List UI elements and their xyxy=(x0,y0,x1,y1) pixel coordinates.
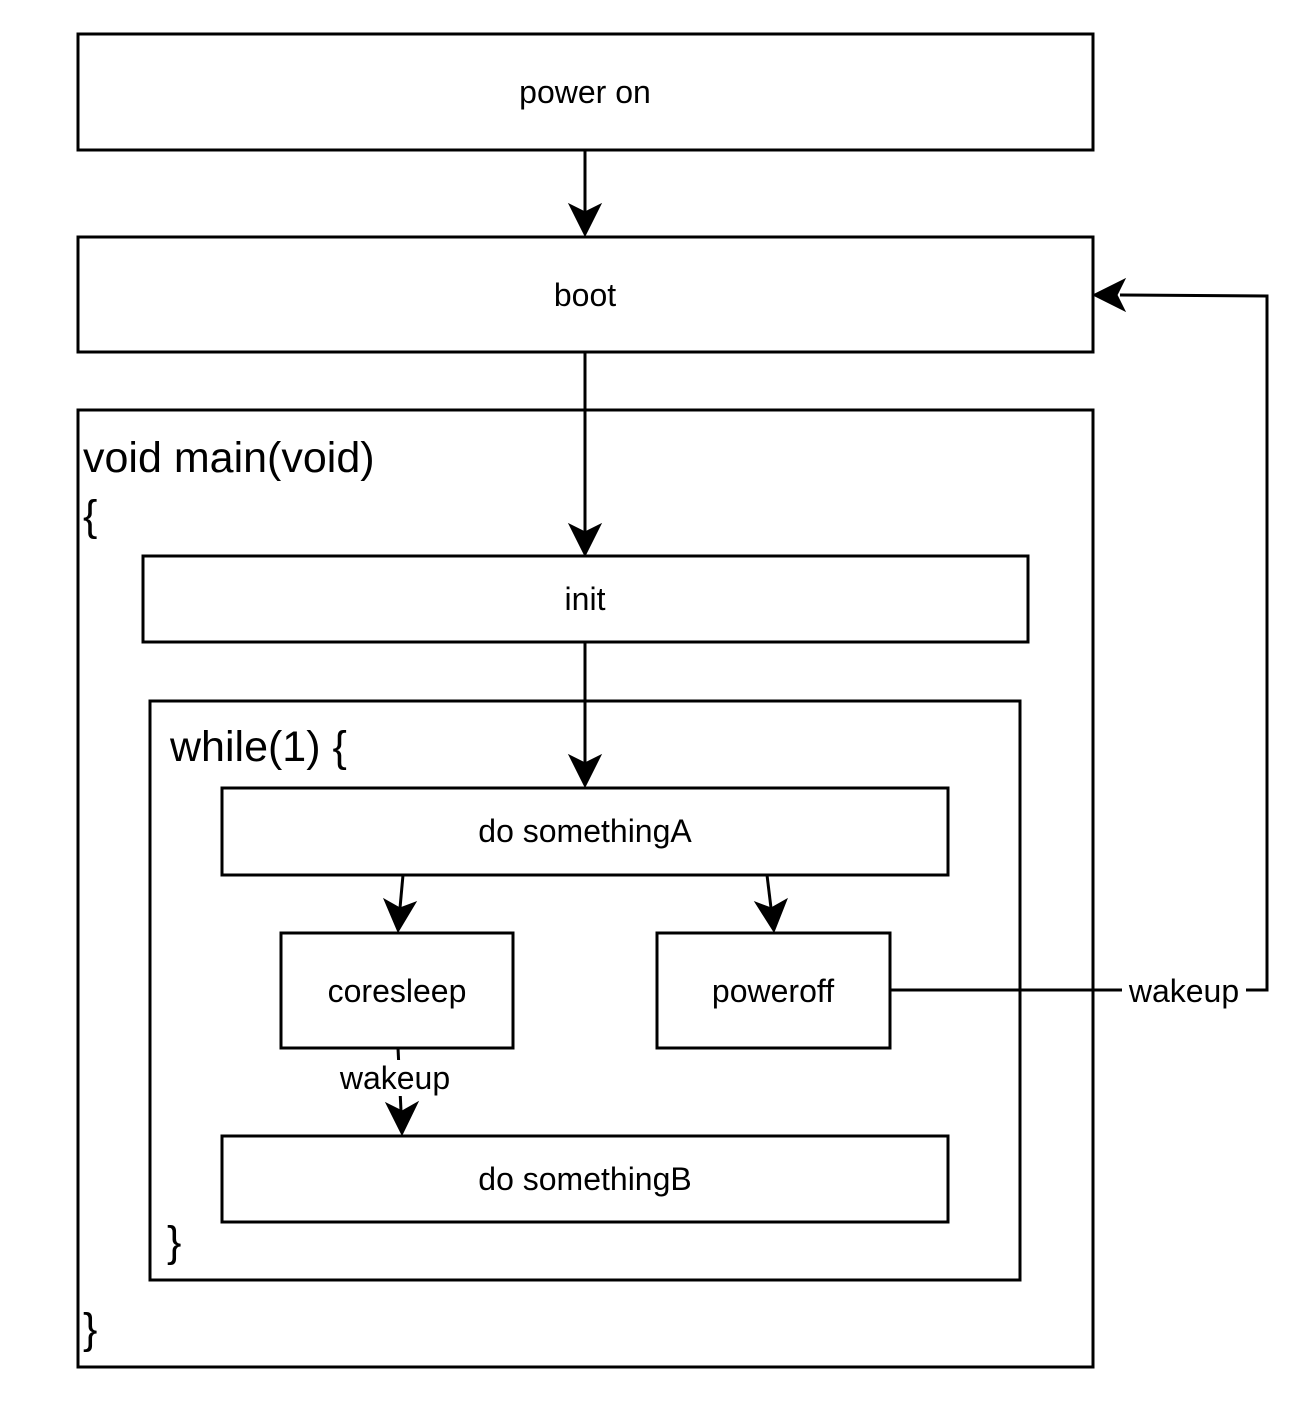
arrowhead xyxy=(567,202,603,238)
loop-header: while(1) { xyxy=(169,723,347,771)
edge-label-background xyxy=(1122,972,1246,1010)
node-coresleep: coresleep xyxy=(279,931,515,1050)
node-label: power on xyxy=(519,74,651,110)
node-box xyxy=(655,931,892,1050)
arrowhead xyxy=(384,1100,420,1137)
edge-poweroff-to-boot xyxy=(890,293,1269,992)
edge-a-to-coresleep xyxy=(398,874,405,909)
node-box xyxy=(220,786,950,877)
main-close-brace: } xyxy=(83,1305,97,1353)
arrowhead xyxy=(567,753,603,789)
edge-label-poweroff-wakeup: wakeup xyxy=(1128,973,1239,1009)
node-label: coresleep xyxy=(328,973,467,1009)
node-box xyxy=(76,32,1095,152)
node-do-something-a: do somethingA xyxy=(220,786,950,877)
node-power-on: power on xyxy=(76,32,1095,152)
main-signature: void main(void) xyxy=(83,434,375,482)
node-label: do somethingA xyxy=(478,813,692,849)
node-boot: boot xyxy=(76,235,1095,354)
arrowhead xyxy=(753,897,788,934)
main-open-brace: { xyxy=(83,492,97,540)
node-label: poweroff xyxy=(712,973,834,1009)
node-poweroff: poweroff xyxy=(655,931,892,1050)
node-box xyxy=(279,931,515,1050)
node-box xyxy=(76,235,1095,354)
arrowhead xyxy=(1091,277,1127,313)
loop-close-brace: } xyxy=(167,1218,181,1266)
node-init: init xyxy=(141,554,1030,644)
edge-a-to-poweroff xyxy=(765,874,773,909)
edge-label-background xyxy=(331,1060,459,1096)
edge-label-coresleep-wakeup: wakeup xyxy=(339,1060,450,1096)
node-do-something-b: do somethingB xyxy=(220,1134,950,1224)
node-label: boot xyxy=(554,277,616,313)
node-box xyxy=(141,554,1030,644)
arrowhead xyxy=(567,522,603,558)
node-box xyxy=(220,1134,950,1224)
node-label: do somethingB xyxy=(478,1161,691,1197)
arrowhead xyxy=(382,897,418,934)
node-label: init xyxy=(565,581,606,617)
